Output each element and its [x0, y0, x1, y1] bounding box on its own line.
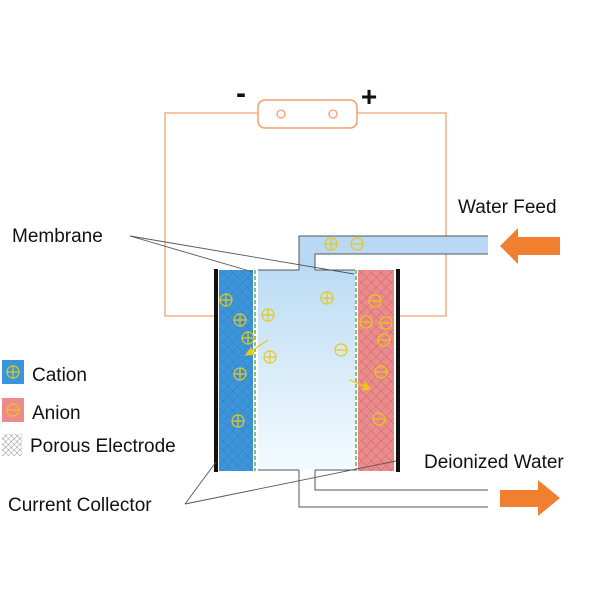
current-collector-label: Current Collector: [8, 495, 152, 516]
legend-item-porous: Porous Electrode: [2, 434, 176, 457]
cation-symbol-icon: [6, 365, 20, 379]
legend-label-anion: Anion: [32, 403, 81, 424]
water-channel: [258, 235, 488, 508]
circuit-wire: [164, 112, 447, 317]
cation-ion: [231, 414, 245, 428]
legend-label-porous: Porous Electrode: [30, 436, 176, 457]
deionized-water-label: Deionized Water: [424, 452, 564, 473]
positive-terminal-sign: +: [361, 81, 377, 112]
power-supply: [257, 99, 358, 129]
membrane-label: Membrane: [12, 226, 103, 247]
anion-symbol-icon: [6, 403, 20, 417]
cation-ion: [263, 350, 277, 364]
legend: Cation Anion Porous Electrode: [2, 360, 176, 457]
cation-ion: [219, 293, 233, 307]
cation-ions: [219, 237, 338, 428]
legend-item-anion: Anion: [2, 398, 81, 424]
anion-ion: [374, 365, 388, 379]
cation-ion: [233, 313, 247, 327]
deionized-water-arrow: [500, 480, 560, 516]
anion-ion: [368, 294, 382, 308]
anion-ion: [377, 333, 391, 347]
anion-ions: [334, 237, 393, 426]
annotation-lines: [129, 235, 397, 505]
ion-migration-arrows: [244, 339, 372, 391]
anion-ion: [359, 315, 373, 329]
cation-electrode: [219, 270, 253, 471]
cation-ion: [320, 291, 334, 305]
anion-electrode: [358, 270, 394, 471]
cation-ion: [261, 308, 275, 322]
water-feed-arrow: [500, 228, 560, 264]
cation-ion: [324, 237, 338, 251]
anion-ion: [379, 316, 393, 330]
legend-item-cation: Cation: [2, 360, 87, 386]
negative-terminal-sign: -: [236, 77, 246, 110]
anion-ion: [372, 412, 386, 426]
legend-label-cation: Cation: [32, 365, 87, 386]
anion-ion: [350, 237, 364, 251]
cation-ion: [241, 331, 255, 345]
anion-ion: [334, 343, 348, 357]
water-feed-label: Water Feed: [458, 197, 557, 218]
cation-ion: [233, 367, 247, 381]
